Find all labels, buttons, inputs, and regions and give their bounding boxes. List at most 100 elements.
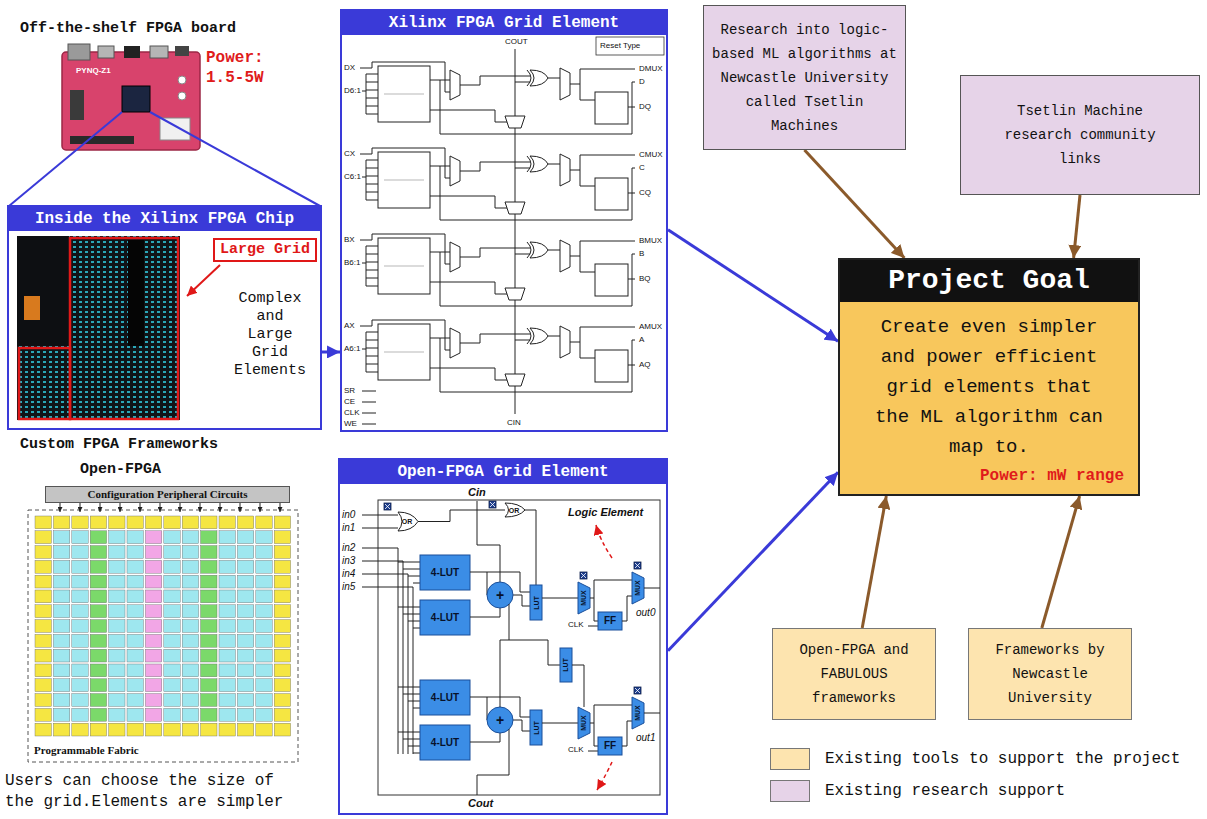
fabric-cell	[145, 516, 161, 529]
input-wire	[413, 583, 420, 584]
text-label: BX	[344, 235, 355, 245]
flip-flop	[595, 178, 628, 210]
text-label: DQ	[639, 102, 651, 112]
fabric-cell	[127, 620, 143, 633]
fabric-cell	[274, 708, 290, 721]
input-wire	[362, 548, 398, 549]
mux-symbol	[560, 240, 570, 272]
text-label: CE	[344, 397, 355, 407]
signal-wire	[515, 340, 530, 341]
fabric-cell	[256, 649, 272, 662]
fabric-cell	[35, 679, 51, 692]
mux-symbol	[450, 156, 460, 186]
signal-wire	[580, 241, 581, 272]
fabric-cell	[274, 723, 290, 736]
signal-wire	[580, 155, 635, 156]
tool-box: Open-FPGA and FABULOUS frameworks	[772, 628, 936, 720]
node-text: Project Goal	[840, 260, 1138, 302]
input-wire	[398, 607, 420, 608]
text-label: LUT	[530, 585, 542, 620]
fabric-cell	[164, 708, 180, 721]
lut-block	[530, 710, 542, 745]
fabric-cell	[53, 620, 69, 633]
fabric-cell	[109, 694, 125, 707]
input-wire	[403, 739, 420, 740]
input-wire	[398, 732, 420, 733]
config-bit	[635, 688, 640, 693]
text-label: OR	[399, 517, 415, 526]
fabric-cell	[274, 575, 290, 588]
signal-wire	[570, 342, 580, 343]
fabric-cell	[219, 723, 235, 736]
text-label: out0	[636, 607, 655, 619]
fabric-cell	[90, 708, 106, 721]
fabric-cell	[182, 605, 198, 618]
pin-wire	[366, 106, 378, 107]
fabric-cell	[182, 590, 198, 603]
fabric-cell	[53, 546, 69, 559]
xor-gate	[530, 328, 548, 344]
fabric-cell	[53, 708, 69, 721]
node-text: Power: mW range	[840, 462, 1138, 494]
config-arrow	[280, 503, 281, 512]
pin-wire	[366, 348, 378, 349]
fabric-cell	[109, 546, 125, 559]
pin-wire	[366, 254, 378, 255]
pin-header	[70, 136, 134, 144]
fabric-cell	[274, 679, 290, 692]
fabric-cell	[274, 664, 290, 677]
fabric-cell	[219, 620, 235, 633]
fabric-cell	[201, 531, 217, 544]
fabric-cell	[164, 516, 180, 529]
fabric-cell	[182, 723, 198, 736]
fabric-cell	[201, 590, 217, 603]
fabric-cell	[90, 546, 106, 559]
signal-wire	[572, 665, 584, 707]
pin-wire	[366, 192, 378, 193]
input-wire	[403, 694, 420, 695]
board-connector	[150, 46, 168, 58]
legend-text: Existing tools to support the project	[825, 748, 1180, 770]
signal-wire	[580, 358, 595, 359]
flip-flop	[595, 264, 628, 296]
xor-gate	[530, 242, 548, 258]
fabric-cell	[72, 679, 88, 692]
or-gate	[398, 512, 418, 531]
pin-wire	[362, 177, 366, 178]
fabric-cell	[53, 679, 69, 692]
fabric-cell	[145, 634, 161, 647]
fabric-cell	[201, 560, 217, 573]
signal-wire	[470, 697, 487, 720]
fabric-cell	[256, 560, 272, 573]
pin-wire	[366, 364, 378, 365]
input-wire	[408, 576, 420, 577]
pin-wire	[366, 278, 378, 279]
pin-wire	[366, 262, 378, 263]
fabric-cell	[256, 708, 272, 721]
lut-block	[384, 266, 424, 267]
fabric-cell	[127, 723, 143, 736]
config-bit	[635, 563, 640, 568]
fpga-board	[62, 52, 200, 150]
fabric-cell	[164, 575, 180, 588]
pin-wire	[366, 82, 378, 83]
input-wire	[408, 621, 420, 622]
node-text: Complex and Large Grid Elements	[232, 290, 308, 380]
signal-wire	[360, 234, 450, 264]
fabric-cell	[237, 649, 253, 662]
fabric-cell	[219, 634, 235, 647]
clock-wire	[588, 751, 598, 752]
text-label: WE	[344, 419, 357, 429]
lut-block	[420, 555, 470, 590]
fabric-cell	[201, 649, 217, 662]
fabric-cell	[219, 679, 235, 692]
signal-wire	[360, 62, 450, 92]
fabric-cell	[182, 620, 198, 633]
text-label: FF	[598, 737, 622, 755]
text-label: CLK	[568, 745, 584, 755]
signal-wire	[418, 510, 505, 522]
signal-wire	[580, 100, 595, 101]
fabric-cell	[182, 560, 198, 573]
fabric-cell	[72, 649, 88, 662]
pin-wire	[366, 176, 378, 177]
